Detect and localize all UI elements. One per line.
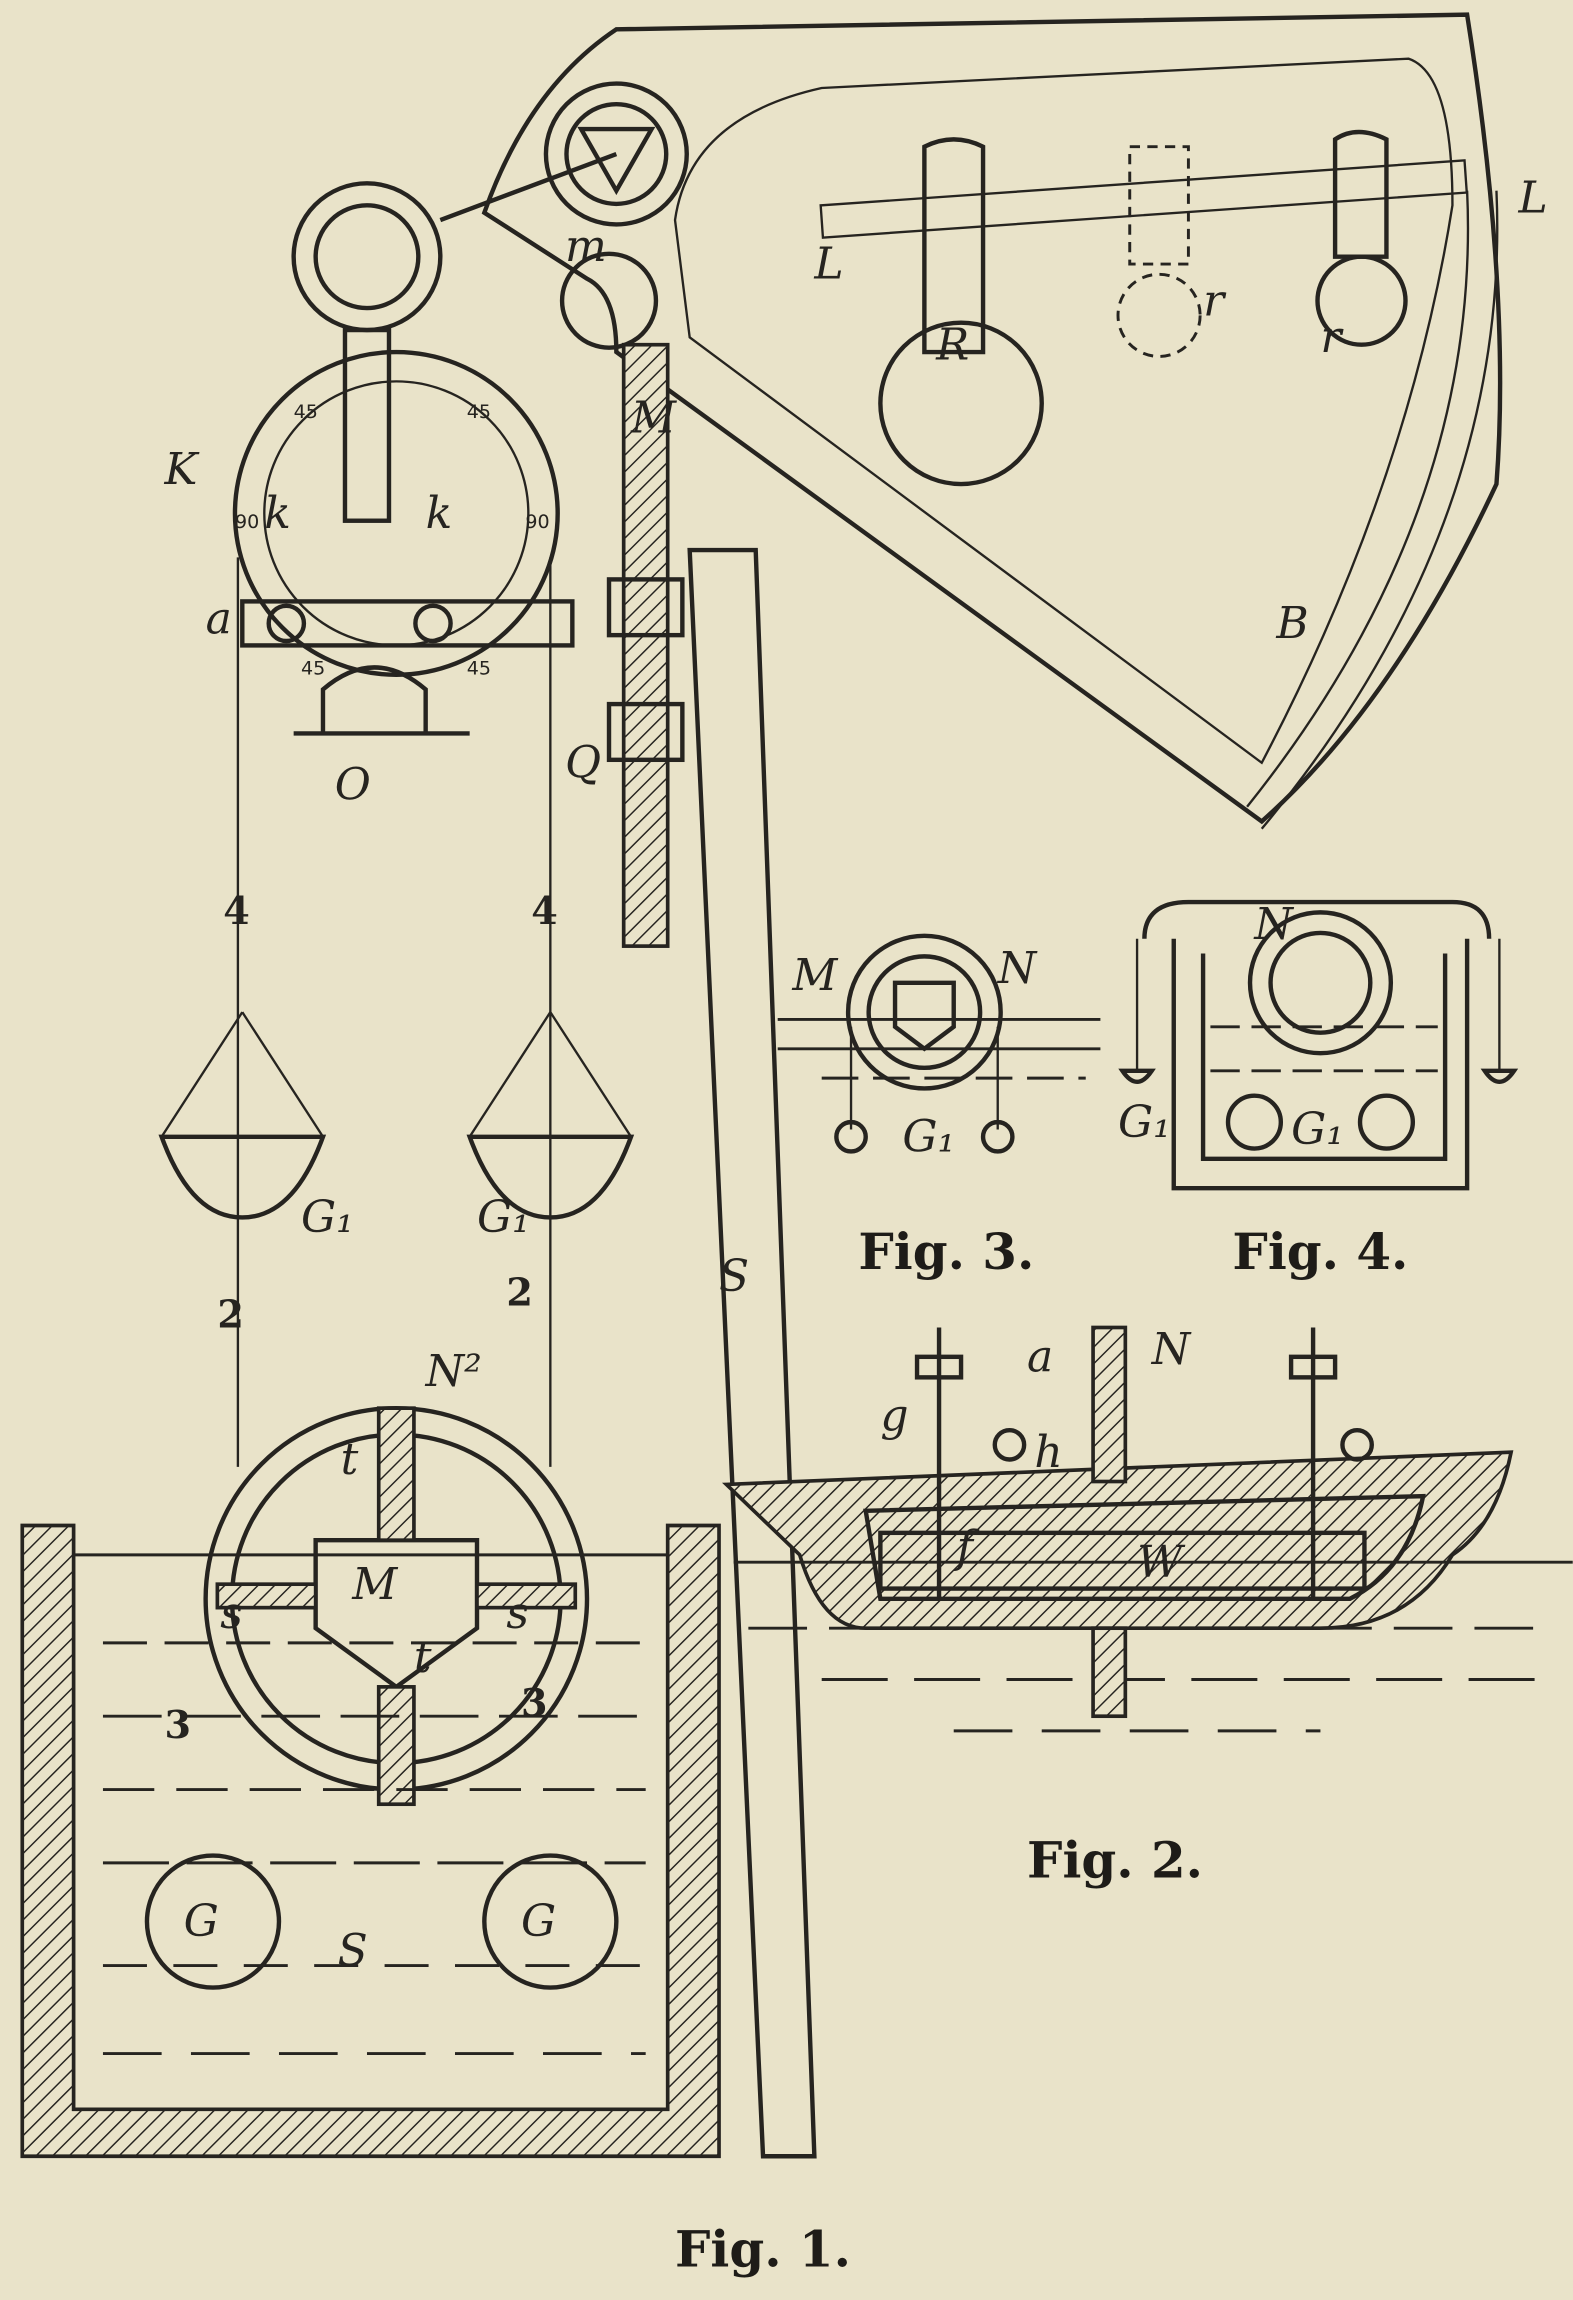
fig4-caption: Fig. 4.: [1232, 1222, 1408, 1281]
dial-tick-45-bottom-right: 45: [467, 658, 491, 680]
fig4-label-G1-center: G₁: [1291, 1104, 1344, 1155]
label-L-end: L: [1517, 173, 1547, 224]
label-S-vessel: S: [338, 1926, 368, 1977]
fig4-label-G1-left: G₁: [1118, 1097, 1171, 1148]
stand-column: [687, 547, 817, 2159]
label-t-bottom: t: [414, 1632, 432, 1683]
sinker-left: [144, 1853, 282, 1990]
label-G-right: G: [521, 1896, 556, 1947]
label-s-left: s: [220, 1588, 243, 1639]
threaded-spindle: [621, 342, 670, 948]
dial-tick-45-left: 45: [294, 401, 318, 423]
label-r2: r: [1320, 312, 1344, 363]
float-body-m: [313, 1537, 480, 1690]
label-cord2-left: 2: [217, 1291, 244, 1336]
graduated-dial: [232, 349, 560, 677]
label-M-float: M: [351, 1559, 398, 1610]
water-surface: [73, 1553, 668, 2056]
fig3-label-N: N: [997, 943, 1038, 994]
label-O: O: [335, 759, 371, 810]
label-S-stand: S: [719, 1251, 749, 1302]
fig4-drawing: N G₁ G₁: [1118, 899, 1519, 1191]
water-vessel: [20, 1523, 721, 2159]
fig2-caption: Fig. 2.: [1027, 1831, 1203, 1890]
label-s-right: s: [506, 1588, 529, 1639]
label-cord3-left: 3: [165, 1702, 192, 1747]
dial-tick-45-bottom-left: 45: [301, 658, 325, 680]
label-r1: r: [1203, 275, 1227, 326]
label-M-upper: M: [630, 393, 677, 444]
label-B: B: [1275, 598, 1308, 649]
fig1-labels: m M L L R r r B K k k a O Q S 4 4 G₁ G₁ …: [164, 173, 1548, 1977]
fig1-drawing: [20, 12, 1503, 2159]
label-Q: Q: [565, 737, 601, 788]
label-cord3-right: 3: [521, 1680, 548, 1725]
label-N2: N²: [425, 1346, 482, 1397]
fig4-label-N: N: [1253, 899, 1294, 950]
label-k2: k: [426, 488, 453, 539]
fig2-label-a: a: [1027, 1331, 1053, 1382]
fig3-caption: Fig. 3.: [858, 1222, 1034, 1281]
label-R: R: [935, 319, 969, 370]
dial-tick-90-right: 90: [525, 511, 549, 533]
slide-rule-l: [819, 159, 1469, 239]
scale-pan-left: [158, 1134, 327, 1220]
label-L: L: [813, 239, 843, 290]
label-m: m: [565, 221, 607, 272]
fig2-label-h: h: [1034, 1427, 1062, 1478]
dial-tick-45-right: 45: [467, 401, 491, 423]
scale-pan-right: [466, 1134, 635, 1220]
label-G1-right: G₁: [477, 1192, 530, 1243]
fig2-label-N: N: [1151, 1324, 1192, 1375]
label-G-left: G: [184, 1896, 219, 1947]
label-G1-left: G₁: [301, 1192, 354, 1243]
balance-sector-b: [481, 12, 1503, 825]
dial-tick-90-left: 90: [235, 511, 259, 533]
label-cord2-right: 2: [506, 1269, 533, 1314]
fig3-drawing: M N G₁: [777, 933, 1101, 1162]
label-K: K: [164, 444, 200, 495]
sinker-right: [482, 1853, 619, 1990]
fig2-label-g: g: [880, 1390, 908, 1441]
fig3-label-M: M: [791, 950, 838, 1001]
label-k1: k: [264, 488, 291, 539]
label-a: a: [206, 594, 232, 645]
degree-scale-arc: [1246, 190, 1470, 808]
fig1-caption: Fig. 1.: [675, 2219, 851, 2278]
fig2-label-W: W: [1137, 1537, 1186, 1588]
fig3-label-G1: G₁: [902, 1111, 955, 1162]
label-cord4-left: 4: [223, 888, 250, 933]
weight-r-large: [878, 320, 1044, 487]
label-t-top: t: [341, 1434, 359, 1485]
label-cord4-right: 4: [531, 888, 558, 933]
main-bearing: [543, 81, 689, 227]
fig2-drawing: a N g h f W: [721, 1324, 1573, 1733]
